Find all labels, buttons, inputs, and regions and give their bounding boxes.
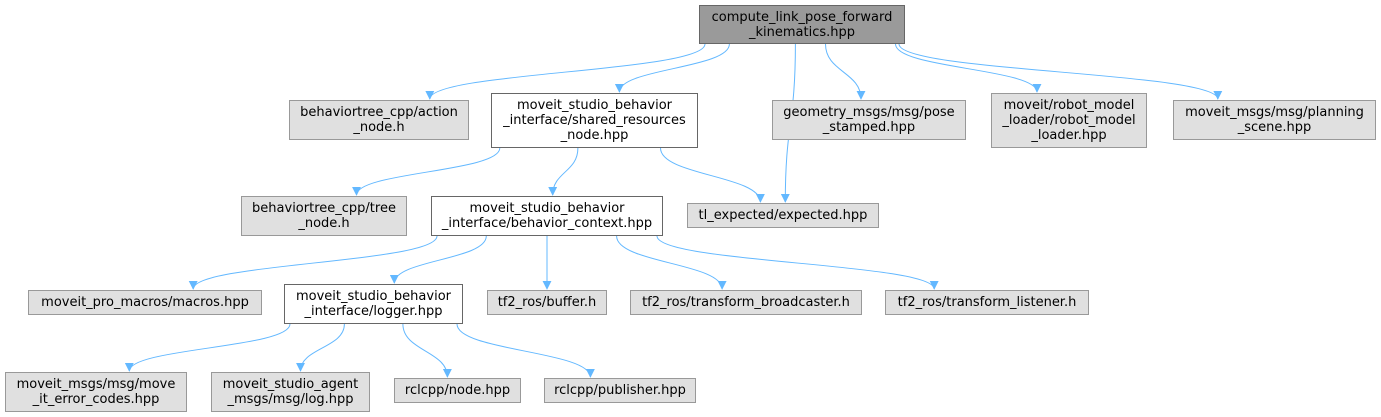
root-node-compute-link-pose-forward-kinematics[interactable]: compute_link_pose_forward _kinematics.hp… bbox=[699, 5, 905, 44]
node-label: moveit_studio_behavior _interface/logger… bbox=[295, 289, 451, 319]
node-label: moveit/robot_model _loader/robot_model _… bbox=[1002, 98, 1136, 143]
node-label: rclcpp/node.hpp bbox=[404, 383, 511, 398]
node-move-it-error-codes: moveit_msgs/msg/move _it_error_codes.hpp bbox=[5, 372, 187, 412]
node-tf2-buffer: tf2_ros/buffer.h bbox=[487, 290, 607, 315]
node-label: tl_expected/expected.hpp bbox=[698, 208, 868, 223]
edge-root-to-bt_action_node bbox=[425, 43, 706, 100]
edge-behavior_context-to-logger bbox=[389, 235, 487, 284]
node-behavior-context[interactable]: moveit_studio_behavior _interface/behavi… bbox=[431, 196, 663, 236]
edge-behavior_context-to-pro_macros bbox=[188, 235, 438, 290]
node-logger[interactable]: moveit_studio_behavior _interface/logger… bbox=[284, 284, 463, 324]
edge-root-to-robot_model_loader bbox=[895, 43, 1042, 93]
node-label: moveit_studio_agent _msgs/msg/log.hpp bbox=[222, 377, 359, 407]
node-label: behaviortree_cpp/tree _node.h bbox=[252, 201, 396, 231]
node-label: tf2_ros/buffer.h bbox=[497, 295, 597, 310]
node-label: behaviortree_cpp/action _node.h bbox=[300, 105, 458, 135]
node-pro-macros: moveit_pro_macros/macros.hpp bbox=[28, 290, 262, 315]
node-rclcpp-publisher: rclcpp/publisher.hpp bbox=[544, 378, 696, 403]
node-label: rclcpp/publisher.hpp bbox=[554, 383, 686, 398]
edge-logger-to-agent_log bbox=[296, 323, 345, 372]
node-tl-expected: tl_expected/expected.hpp bbox=[687, 203, 879, 228]
edge-shared_resources_node-to-bt_tree_node bbox=[352, 147, 501, 196]
node-shared-resources-node[interactable]: moveit_studio_behavior _interface/shared… bbox=[491, 93, 698, 148]
edge-behavior_context-to-tf2_listener bbox=[656, 235, 939, 290]
node-behaviortree-tree-node: behaviortree_cpp/tree _node.h bbox=[241, 196, 407, 236]
node-geometry-pose-stamped: geometry_msgs/msg/pose _stamped.hpp bbox=[772, 100, 966, 140]
edge-root-to-shared_resources_node bbox=[614, 43, 730, 93]
edge-root-to-planning_scene bbox=[898, 43, 1223, 100]
edge-shared_resources_node-to-tl_expected bbox=[660, 147, 765, 203]
node-label: compute_link_pose_forward _kinematics.hp… bbox=[711, 9, 893, 40]
node-label: moveit_msgs/msg/planning _scene.hpp bbox=[1185, 105, 1364, 135]
node-label: tf2_ros/transform_listener.h bbox=[897, 295, 1077, 310]
node-label: moveit_pro_macros/macros.hpp bbox=[41, 295, 249, 310]
node-label: tf2_ros/transform_broadcaster.h bbox=[642, 295, 850, 310]
edge-behavior_context-to-tf2_broadcaster bbox=[616, 235, 727, 290]
node-label: geometry_msgs/msg/pose _stamped.hpp bbox=[783, 105, 955, 135]
node-tf2-transform-broadcaster: tf2_ros/transform_broadcaster.h bbox=[630, 290, 862, 315]
node-robot-model-loader: moveit/robot_model _loader/robot_model _… bbox=[991, 93, 1147, 148]
edge-logger-to-move_it_error_codes bbox=[124, 323, 291, 372]
node-label: moveit_studio_behavior _interface/shared… bbox=[503, 98, 686, 143]
node-label: moveit_studio_behavior _interface/behavi… bbox=[441, 201, 653, 231]
edge-logger-to-rclcpp_publisher bbox=[456, 323, 595, 378]
edge-logger-to-rclcpp_node bbox=[402, 323, 452, 378]
edge-shared_resources_node-to-behavior_context bbox=[548, 147, 579, 196]
node-agent-msgs-log: moveit_studio_agent _msgs/msg/log.hpp bbox=[211, 372, 370, 412]
node-rclcpp-node: rclcpp/node.hpp bbox=[394, 378, 521, 403]
node-planning-scene: moveit_msgs/msg/planning _scene.hpp bbox=[1173, 100, 1376, 140]
edge-root-to-geometry_pose_stamped bbox=[825, 43, 866, 100]
node-tf2-transform-listener: tf2_ros/transform_listener.h bbox=[885, 290, 1089, 315]
node-behaviortree-action-node: behaviortree_cpp/action _node.h bbox=[289, 100, 469, 140]
node-label: moveit_msgs/msg/move _it_error_codes.hpp bbox=[16, 377, 176, 407]
